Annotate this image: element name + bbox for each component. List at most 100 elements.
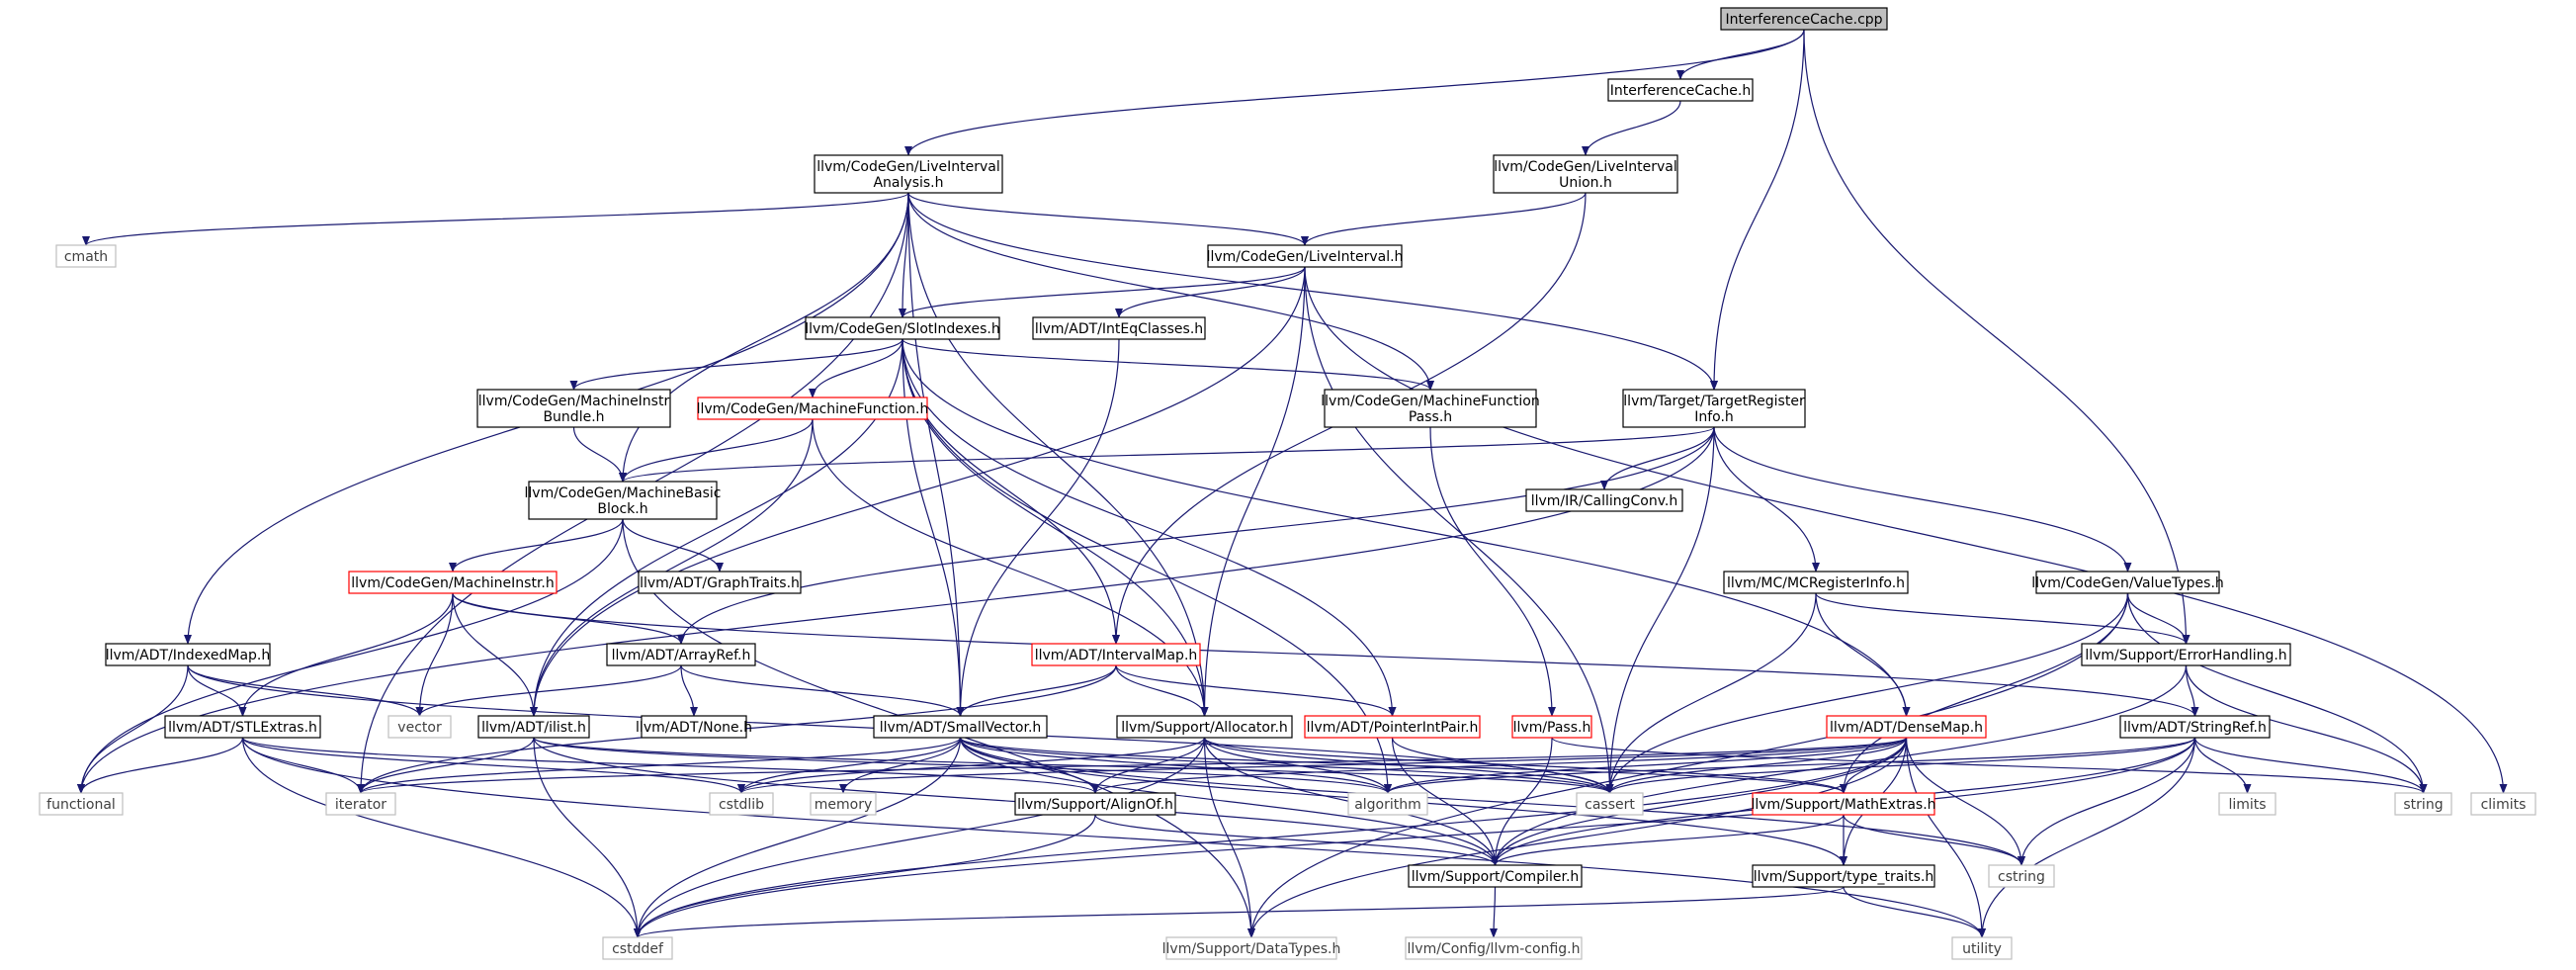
node-limits[interactable]: limits xyxy=(2218,792,2276,816)
node-root[interactable]: InterferenceCache.cpp xyxy=(1720,7,1888,31)
edge-me-to-cstring xyxy=(1843,814,2025,866)
edge-mcri-to-dm xyxy=(1815,592,1911,717)
node-cfg[interactable]: llvm/Config/llvm-config.h xyxy=(1405,936,1583,960)
edge-lia-to-tri xyxy=(907,192,1718,391)
node-cstring[interactable]: cstring xyxy=(1988,864,2055,888)
node-ilist-box xyxy=(477,715,590,739)
node-stle-label-0: llvm/ADT/STLExtras.h xyxy=(168,720,317,736)
edge-lia-to-sv xyxy=(907,192,965,717)
node-memory[interactable]: memory xyxy=(810,792,877,816)
edge-si-to-pip xyxy=(902,338,1397,717)
node-ilist[interactable]: llvm/ADT/ilist.h xyxy=(477,715,590,739)
node-cstdlib-label-0: cstdlib xyxy=(719,797,764,813)
node-comp[interactable]: llvm/Support/Compiler.h xyxy=(1408,864,1583,888)
node-mi[interactable]: llvm/CodeGen/MachineInstr.h xyxy=(348,571,558,594)
edge-mi-to-ilist xyxy=(452,592,538,717)
node-tt[interactable]: llvm/Support/type_traits.h xyxy=(1752,864,1935,888)
node-algorithm-label-0: algorithm xyxy=(1354,797,1421,813)
node-functional[interactable]: functional xyxy=(39,792,124,816)
node-algorithm[interactable]: algorithm xyxy=(1347,792,1428,816)
node-cmath[interactable]: cmath xyxy=(55,244,117,268)
edge-lia-to-li xyxy=(907,192,1309,246)
node-dt[interactable]: llvm/Support/DataTypes.h xyxy=(1162,936,1341,960)
node-utility[interactable]: utility xyxy=(1951,936,2013,960)
node-climits-label-0: climits xyxy=(2481,797,2527,813)
edge-alloc-to-algorithm xyxy=(1203,737,1392,794)
edge-sr-to-algorithm xyxy=(1384,737,2196,794)
edge-ich-to-liu xyxy=(1582,100,1681,156)
node-cc[interactable]: llvm/IR/CallingConv.h xyxy=(1525,488,1683,512)
edge-sv-to-iterator xyxy=(357,737,962,794)
edge-dm-to-dt xyxy=(1247,737,1908,938)
node-alloc[interactable]: llvm/Support/Allocator.h xyxy=(1116,715,1293,739)
node-mf[interactable]: llvm/CodeGen/MachineFunction.h xyxy=(697,397,929,420)
edge-pass-to-comp xyxy=(1491,737,1553,866)
node-ivm[interactable]: llvm/ADT/IntervalMap.h xyxy=(1031,643,1201,666)
node-ar-box xyxy=(606,643,756,666)
node-vt[interactable]: llvm/CodeGen/ValueTypes.h xyxy=(2031,571,2224,594)
edge-layer xyxy=(77,29,2508,938)
node-tri-label-0: llvm/Target/TargetRegister xyxy=(1623,394,1805,409)
node-ieq[interactable]: llvm/ADT/IntEqClasses.h xyxy=(1032,316,1206,340)
node-dm[interactable]: llvm/ADT/DenseMap.h xyxy=(1826,715,1987,739)
edge-dm-to-iterator xyxy=(357,737,1908,794)
node-lia-box xyxy=(814,154,1003,194)
edge-ivm-to-pip xyxy=(1115,664,1397,717)
node-mib-label-0: llvm/CodeGen/MachineInstr xyxy=(478,394,670,409)
edge-root-to-tri xyxy=(1710,29,1805,391)
node-ich-box xyxy=(1607,78,1754,102)
node-sv[interactable]: llvm/ADT/SmallVector.h xyxy=(873,715,1048,739)
edge-sv-to-algorithm xyxy=(959,737,1392,794)
node-gt-box xyxy=(638,571,802,594)
edge-li-to-ilist xyxy=(530,266,1306,717)
node-ar[interactable]: llvm/ADT/ArrayRef.h xyxy=(606,643,756,666)
node-liu-label-1: Union.h xyxy=(1559,175,1612,191)
node-eh[interactable]: llvm/Support/ErrorHandling.h xyxy=(2081,643,2291,666)
node-pip-label-0: llvm/ADT/PointerIntPair.h xyxy=(1307,720,1479,736)
node-tt-label-0: llvm/Support/type_traits.h xyxy=(1754,869,1934,885)
node-ich[interactable]: InterferenceCache.h xyxy=(1607,78,1754,102)
node-string[interactable]: string xyxy=(2394,792,2452,816)
edge-alloc-to-cstddef xyxy=(634,737,1206,938)
node-stle[interactable]: llvm/ADT/STLExtras.h xyxy=(164,715,321,739)
edge-vt-to-string xyxy=(2126,592,2428,794)
edge-mbb-to-mi xyxy=(449,518,624,573)
edge-si-to-mf xyxy=(809,338,903,398)
node-layer: InterferenceCache.cppInterferenceCache.h… xyxy=(39,7,2536,960)
node-im[interactable]: llvm/ADT/IndexedMap.h xyxy=(105,643,271,666)
node-pip[interactable]: llvm/ADT/PointerIntPair.h xyxy=(1304,715,1481,739)
node-none-label-0: llvm/ADT/None.h xyxy=(636,720,752,736)
node-ao[interactable]: llvm/Support/AlignOf.h xyxy=(1014,792,1176,816)
node-none[interactable]: llvm/ADT/None.h xyxy=(636,715,752,739)
edge-eh-to-string xyxy=(2185,664,2428,794)
edge-vt-to-me xyxy=(1840,592,2129,794)
edge-lia-to-mbb xyxy=(619,192,909,483)
node-cstddef[interactable]: cstddef xyxy=(602,936,673,960)
edge-mcri-to-eh xyxy=(1815,592,2190,645)
node-me[interactable]: llvm/Support/MathExtras.h xyxy=(1751,792,1936,816)
node-gt[interactable]: llvm/ADT/GraphTraits.h xyxy=(638,571,802,594)
edge-mi-to-stle xyxy=(238,592,454,717)
edge-pass-to-string xyxy=(1551,737,2428,794)
node-pass[interactable]: llvm/Pass.h xyxy=(1511,715,1592,739)
node-climits[interactable]: climits xyxy=(2470,792,2536,816)
node-mcri[interactable]: llvm/MC/MCRegisterInfo.h xyxy=(1723,571,1909,594)
node-cassert[interactable]: cassert xyxy=(1576,792,1644,816)
node-si[interactable]: llvm/CodeGen/SlotIndexes.h xyxy=(805,316,1000,340)
node-li[interactable]: llvm/CodeGen/LiveInterval.h xyxy=(1207,244,1404,268)
node-gt-label-0: llvm/ADT/GraphTraits.h xyxy=(640,575,800,591)
edge-root-to-eh xyxy=(1803,29,2190,645)
node-cstdlib[interactable]: cstdlib xyxy=(709,792,774,816)
node-iterator[interactable]: iterator xyxy=(325,792,396,816)
edge-sr-to-cstddef xyxy=(634,737,2196,938)
node-vector[interactable]: vector xyxy=(387,715,452,739)
node-cfg-label-0: llvm/Config/llvm-config.h xyxy=(1408,941,1581,957)
node-sr[interactable]: llvm/ADT/StringRef.h xyxy=(2119,715,2271,739)
